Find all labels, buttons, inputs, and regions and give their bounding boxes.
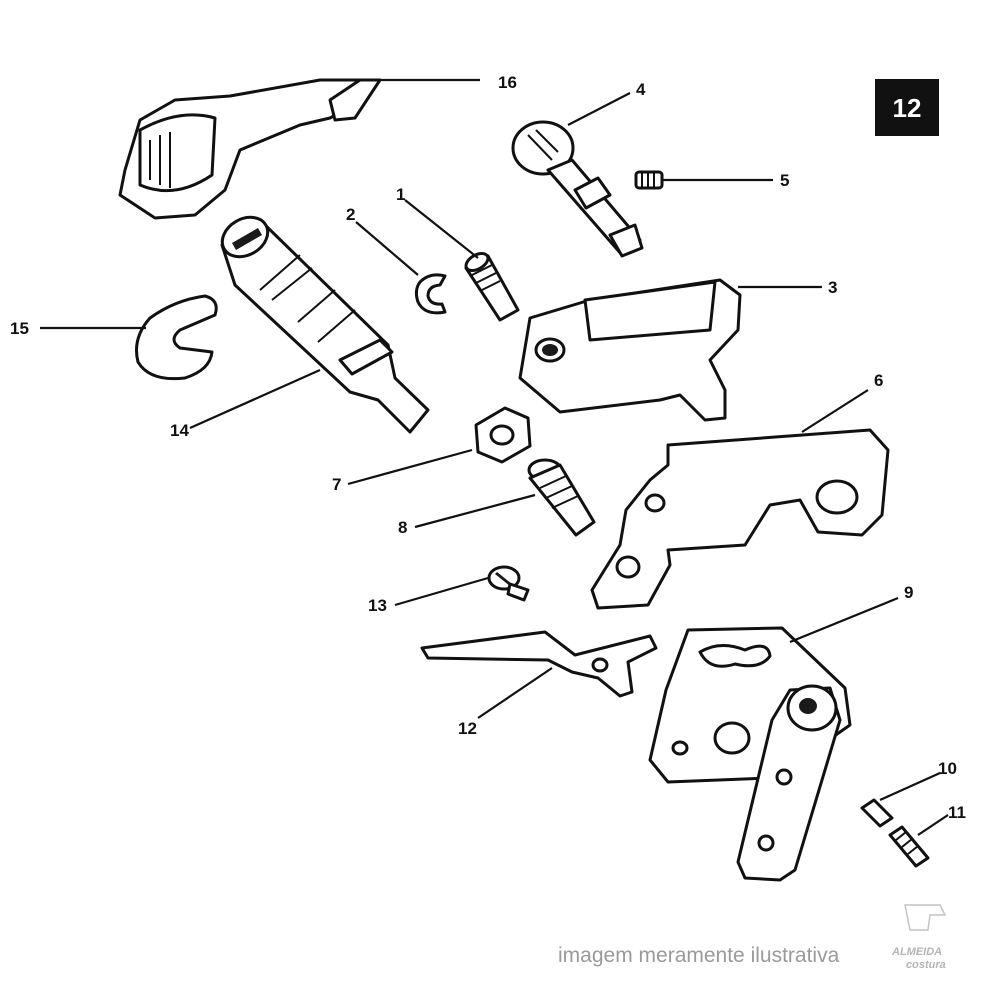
leader-2	[355, 221, 419, 276]
part-14-slotted-shaft	[220, 215, 430, 434]
part-10-pin	[860, 798, 894, 828]
leader-7	[347, 448, 473, 486]
leader-8	[414, 493, 536, 529]
part-9-base-plate	[648, 626, 852, 882]
callout-10: 10	[938, 759, 957, 778]
part-2-small-clip	[414, 273, 447, 315]
logo-bottom-text: costura	[906, 959, 946, 971]
leader-1	[404, 199, 479, 259]
leader-9	[789, 596, 899, 644]
part-5-set-screw	[634, 170, 664, 190]
callout-15: 15	[10, 319, 29, 338]
callout-2: 2	[346, 205, 355, 224]
callout-labels: 16 4 5 1 2 3 15 14 6 7 8 13 9 12 10 11	[10, 73, 966, 822]
part-1-threaded-pin	[464, 251, 520, 322]
part-6-plate	[590, 428, 890, 610]
callout-5: 5	[780, 171, 789, 190]
part-8-screw	[527, 458, 596, 537]
part-11-screw	[888, 825, 930, 868]
part-12-forked-lever	[420, 630, 658, 698]
leader-12	[477, 667, 553, 719]
callout-4: 4	[636, 80, 646, 99]
leader-13	[394, 576, 489, 607]
sewing-machine-logo: ALMEIDA costura	[891, 904, 947, 971]
callout-8: 8	[398, 518, 407, 537]
leader-14	[189, 368, 321, 430]
callout-3: 3	[828, 278, 837, 297]
leader-6	[801, 389, 869, 433]
watermark: imagem meramente ilustrativa ALMEIDA cos…	[558, 904, 947, 971]
callout-9: 9	[904, 583, 913, 602]
page-badge: 12	[875, 79, 939, 136]
watermark-text: imagem meramente ilustrativa	[558, 944, 840, 967]
callout-16: 16	[498, 73, 517, 92]
logo-top-text: ALMEIDA	[891, 946, 942, 958]
callout-12: 12	[458, 719, 477, 738]
part-16-lever-bracket	[118, 78, 382, 220]
part-15-e-clip	[135, 294, 218, 381]
callout-6: 6	[874, 371, 883, 390]
callout-1: 1	[396, 185, 405, 204]
callout-7: 7	[332, 475, 341, 494]
part-13-small-screw	[487, 565, 530, 602]
callout-14: 14	[170, 421, 189, 440]
page-badge-label: 12	[893, 93, 922, 123]
part-3-block-bracket	[518, 278, 742, 422]
leader-lines	[40, 78, 949, 836]
leader-4	[567, 92, 631, 126]
callout-11: 11	[948, 803, 966, 822]
callout-13: 13	[368, 596, 387, 615]
leader-11	[917, 814, 949, 836]
part-4-stud	[511, 120, 644, 258]
leader-10	[879, 771, 941, 802]
part-7-hex-nut	[474, 406, 532, 464]
